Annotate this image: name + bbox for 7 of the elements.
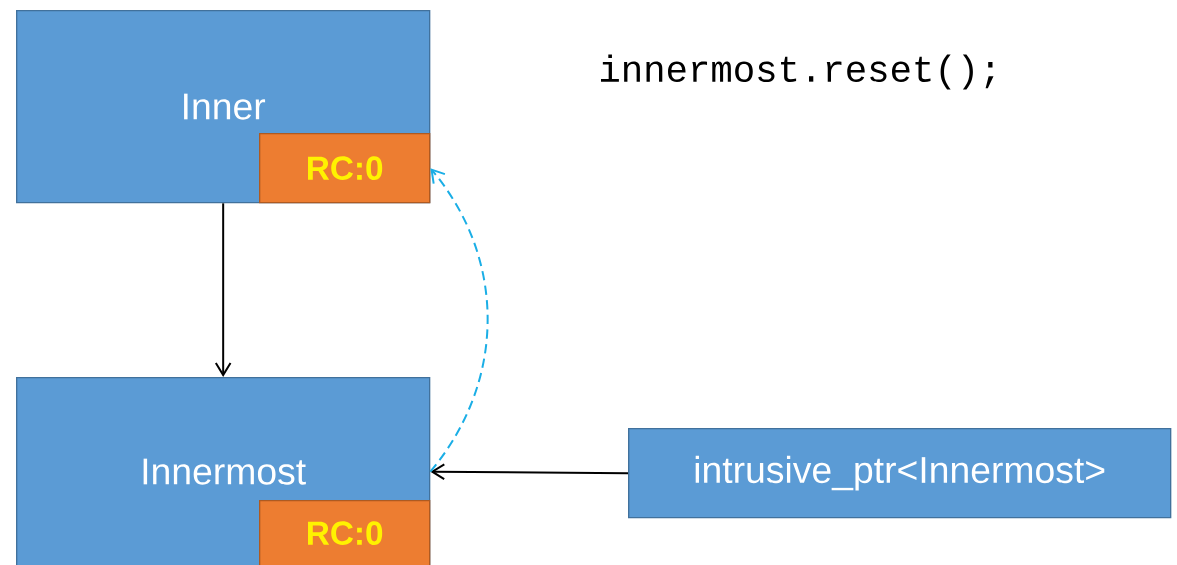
object-box: intrusive_ptr<Innermost> [628,428,1172,519]
code-text: innermost.reset(); [601,54,994,90]
arrow [214,202,232,377]
arrow [430,463,629,481]
arrow [429,168,489,473]
counter-box: RC:0 [259,500,431,565]
counter-box: RC:0 [259,133,431,204]
